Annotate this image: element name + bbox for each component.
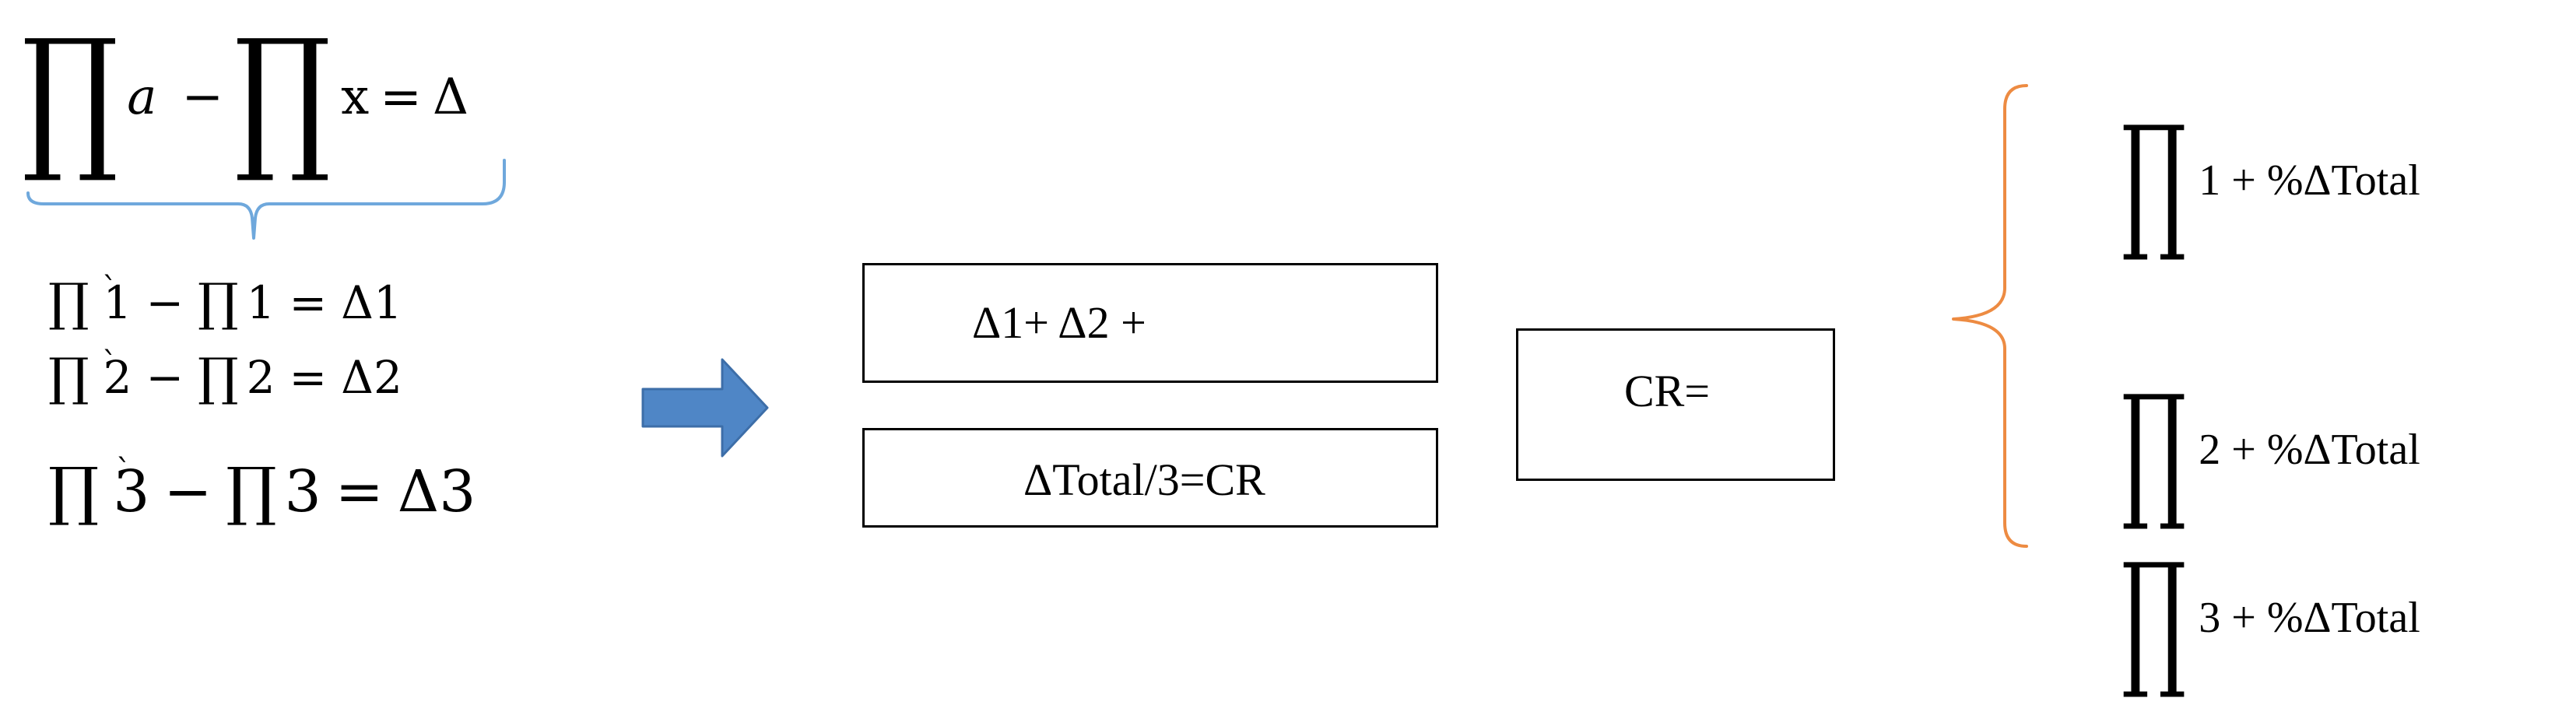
cr-label: CR= bbox=[1624, 366, 1711, 416]
term-label: 3 bbox=[284, 458, 321, 525]
equals-sign: = bbox=[380, 68, 422, 126]
minus-sign: − bbox=[146, 275, 184, 329]
right-arrow-icon bbox=[641, 358, 769, 458]
delta-result: Δ2 bbox=[341, 350, 402, 404]
blue-curly-brace bbox=[26, 159, 506, 240]
average-label: ΔTotal/3=CR bbox=[1023, 454, 1265, 505]
product-symbol: ∏ bbox=[2122, 363, 2187, 535]
product-symbol: ∏ bbox=[48, 454, 100, 528]
right-equation-2: ∏ 2 + %ΔTotal bbox=[2122, 372, 2420, 528]
cr-box: CR= bbox=[1516, 328, 1835, 481]
product-symbol: ∏ bbox=[2122, 531, 2187, 703]
equation-delta-1: ∏ 1̀ − ∏ 1 = Δ1 bbox=[48, 272, 402, 332]
equals-sign: = bbox=[289, 350, 328, 404]
equals-sign: = bbox=[289, 275, 328, 329]
delta-result: Δ3 bbox=[397, 458, 476, 525]
minus-sign: − bbox=[163, 458, 212, 525]
equation-delta-2: ∏ 2̀ − ∏ 2 = Δ2 bbox=[48, 347, 402, 407]
orange-curly-brace bbox=[1952, 84, 2028, 548]
term-label: 1 bbox=[246, 275, 275, 329]
variable-a: a bbox=[127, 68, 157, 126]
percent-total-term: 1 + %ΔTotal bbox=[2199, 156, 2420, 205]
product-symbol: ∏ bbox=[48, 272, 89, 332]
minus-sign: − bbox=[146, 350, 184, 404]
product-symbol: ∏ bbox=[22, 6, 119, 188]
sum-label: Δ1+ Δ2 + bbox=[972, 297, 1146, 348]
term-label: 2 bbox=[103, 350, 132, 404]
term-label: 2 bbox=[246, 350, 275, 404]
top-equation: ∏ a − ∏ x = Δ bbox=[22, 19, 469, 175]
product-symbol: ∏ bbox=[233, 6, 332, 188]
product-symbol: ∏ bbox=[198, 272, 239, 332]
term-label: 3 bbox=[113, 458, 150, 525]
percent-total-term: 2 + %ΔTotal bbox=[2199, 426, 2420, 474]
accented-term: 2̀ bbox=[104, 351, 132, 404]
product-symbol: ∏ bbox=[48, 347, 89, 407]
delta-symbol: Δ bbox=[432, 68, 469, 126]
average-box: ΔTotal/3=CR bbox=[862, 428, 1438, 528]
right-equation-1: ∏ 1 + %ΔTotal bbox=[2122, 103, 2420, 258]
percent-total-term: 3 + %ΔTotal bbox=[2199, 594, 2420, 642]
variable-x: x bbox=[341, 68, 370, 126]
minus-sign: − bbox=[181, 68, 223, 126]
accented-term: 3̀ bbox=[113, 458, 149, 525]
product-symbol: ∏ bbox=[2122, 94, 2187, 266]
right-equation-3: ∏ 3 + %ΔTotal bbox=[2122, 540, 2420, 696]
product-symbol: ∏ bbox=[226, 454, 277, 528]
term-label: 1 bbox=[103, 275, 132, 329]
equation-delta-3: ∏ 3̀ − ∏ 3 = Δ3 bbox=[48, 454, 476, 528]
accented-term: 1̀ bbox=[104, 276, 132, 329]
equals-sign: = bbox=[335, 458, 384, 525]
product-symbol: ∏ bbox=[198, 347, 239, 407]
sum-box: Δ1+ Δ2 + bbox=[862, 263, 1438, 383]
delta-result: Δ1 bbox=[341, 275, 402, 329]
